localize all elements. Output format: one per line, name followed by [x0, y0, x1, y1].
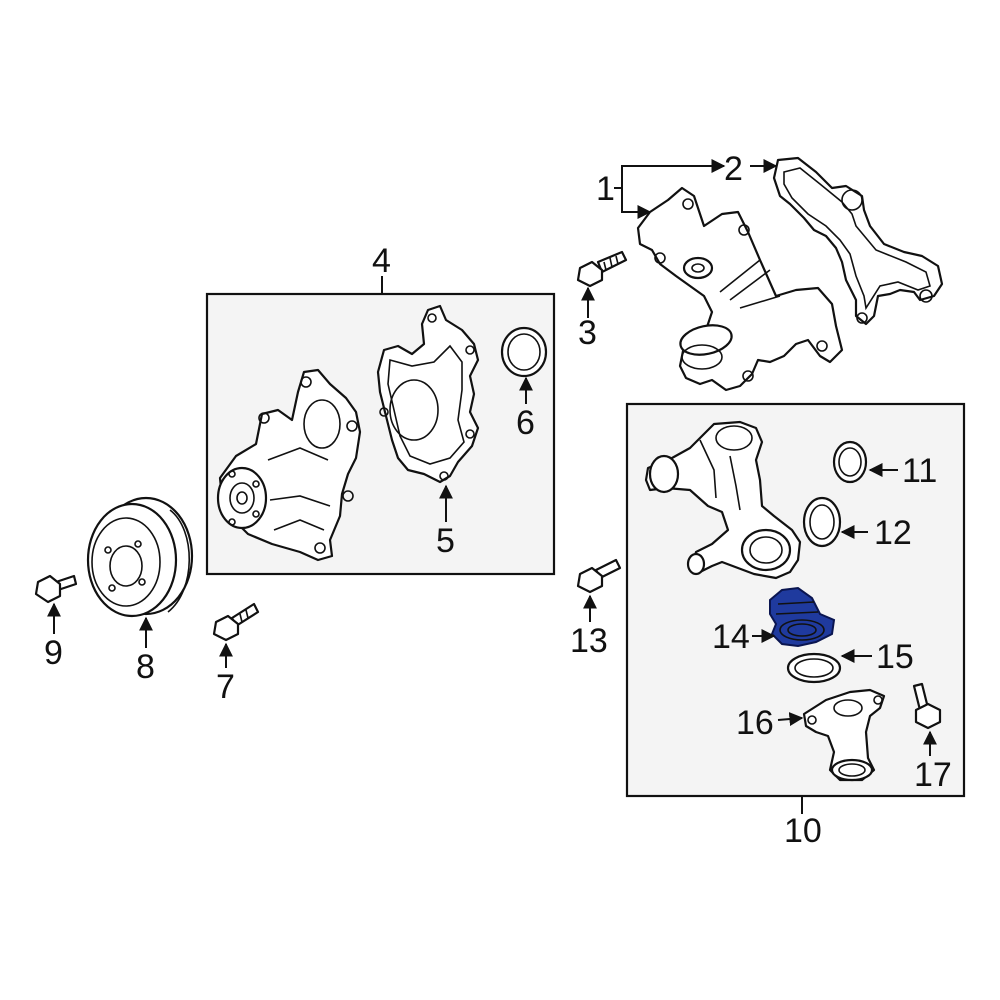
leader-1	[614, 159, 726, 189]
leader-16	[777, 712, 804, 727]
part-7-bolt[interactable]	[212, 602, 260, 642]
callout-15: 15	[876, 638, 914, 676]
callout-10: 10	[784, 812, 822, 850]
part-5-gasket[interactable]	[376, 304, 480, 484]
callout-17: 17	[914, 756, 952, 794]
part-12-o-ring[interactable]	[802, 496, 842, 548]
callout-9: 9	[44, 634, 63, 672]
part-1-housing[interactable]	[636, 186, 844, 392]
callout-5: 5	[436, 522, 455, 560]
callout-3: 3	[578, 314, 597, 352]
callout-1: 1	[596, 170, 615, 208]
part-11-o-ring[interactable]	[832, 440, 868, 484]
callout-2: 2	[724, 150, 743, 188]
part-9-bolt[interactable]	[34, 574, 78, 604]
callout-14: 14	[712, 618, 750, 656]
leader-1b	[621, 188, 652, 219]
leader-lines	[47, 159, 937, 814]
callout-12: 12	[874, 514, 912, 552]
part-13-bolt[interactable]	[576, 558, 622, 594]
part-2-gasket[interactable]	[772, 156, 944, 326]
callout-6: 6	[516, 404, 535, 442]
part-16-cover[interactable]	[802, 688, 886, 782]
part-14-thermostat[interactable]	[769, 586, 836, 648]
part-8-pulley[interactable]	[86, 496, 194, 618]
callout-7: 7	[216, 668, 235, 706]
part-water-pump[interactable]	[216, 368, 362, 562]
part-thermostat-housing[interactable]	[644, 420, 802, 580]
callout-16: 16	[736, 704, 774, 742]
callout-4: 4	[372, 242, 391, 280]
callout-8: 8	[136, 648, 155, 686]
part-6-o-ring[interactable]	[500, 326, 548, 378]
part-17-bolt[interactable]	[912, 682, 942, 730]
callout-13: 13	[570, 622, 608, 660]
part-3-bolt[interactable]	[576, 250, 628, 288]
callout-11: 11	[902, 452, 937, 490]
part-15-o-ring[interactable]	[786, 652, 842, 684]
callouts: 1 2 3 4 5 6 7 8 9 10 11 12 13 14 15 16 1…	[44, 150, 952, 850]
